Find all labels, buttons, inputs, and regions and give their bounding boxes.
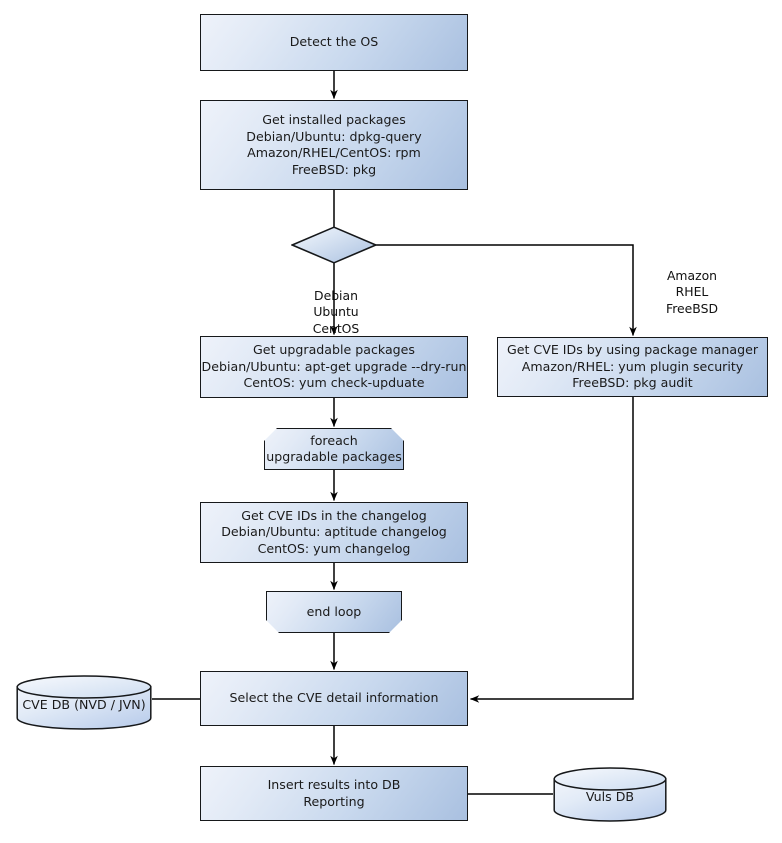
- node-insert-results-label: Insert results into DB Reporting: [267, 777, 401, 809]
- node-end-loop-label: end loop: [306, 603, 362, 619]
- node-cve-db[interactable]: CVE DB (NVD / JVN): [16, 675, 152, 730]
- database-cylinder-shape: [16, 675, 152, 730]
- node-get-installed-packages-label: Get installed packages Debian/Ubuntu: dp…: [246, 112, 422, 177]
- node-get-cve-ids-pkgmgr[interactable]: Get CVE IDs by using package manager Ama…: [497, 337, 768, 397]
- edge-label-right-branch-text: Amazon RHEL FreeBSD: [666, 267, 718, 316]
- node-select-cve-detail[interactable]: Select the CVE detail information: [200, 671, 468, 726]
- node-os-decision[interactable]: [291, 226, 377, 264]
- diamond-shape: [291, 226, 377, 264]
- edge-label-left-branch: Debian Ubuntu CentOS: [281, 271, 391, 337]
- node-get-upgradable-packages-label: Get upgradable packages Debian/Ubuntu: a…: [201, 342, 467, 391]
- node-insert-results[interactable]: Insert results into DB Reporting: [200, 766, 468, 821]
- node-get-cve-ids-changelog[interactable]: Get CVE IDs in the changelog Debian/Ubun…: [200, 502, 468, 563]
- node-get-cve-ids-pkgmgr-label: Get CVE IDs by using package manager Ama…: [506, 342, 759, 391]
- node-get-installed-packages[interactable]: Get installed packages Debian/Ubuntu: dp…: [200, 100, 468, 190]
- node-foreach-loop-start-label: foreach upgradable packages: [266, 432, 402, 464]
- database-cylinder-shape: [553, 767, 667, 822]
- node-get-upgradable-packages[interactable]: Get upgradable packages Debian/Ubuntu: a…: [200, 336, 468, 398]
- node-select-cve-detail-label: Select the CVE detail information: [229, 690, 439, 706]
- node-detect-os-label: Detect the OS: [289, 34, 379, 50]
- edge-pkgmgr-to-select: [470, 397, 634, 703]
- edge-label-left-branch-text: Debian Ubuntu CentOS: [312, 287, 360, 336]
- node-vuls-db-label: Vuls DB: [585, 789, 635, 805]
- node-cve-db-label: CVE DB (NVD / JVN): [22, 697, 146, 713]
- node-end-loop[interactable]: end loop: [266, 591, 402, 633]
- node-detect-os[interactable]: Detect the OS: [200, 14, 468, 71]
- node-vuls-db[interactable]: Vuls DB: [553, 767, 667, 822]
- node-get-cve-ids-changelog-label: Get CVE IDs in the changelog Debian/Ubun…: [221, 507, 447, 556]
- node-foreach-loop-start[interactable]: foreach upgradable packages: [264, 428, 404, 470]
- edge-label-right-branch: Amazon RHEL FreeBSD: [637, 251, 747, 317]
- edge-decision-to-pkgmgr: [375, 244, 637, 336]
